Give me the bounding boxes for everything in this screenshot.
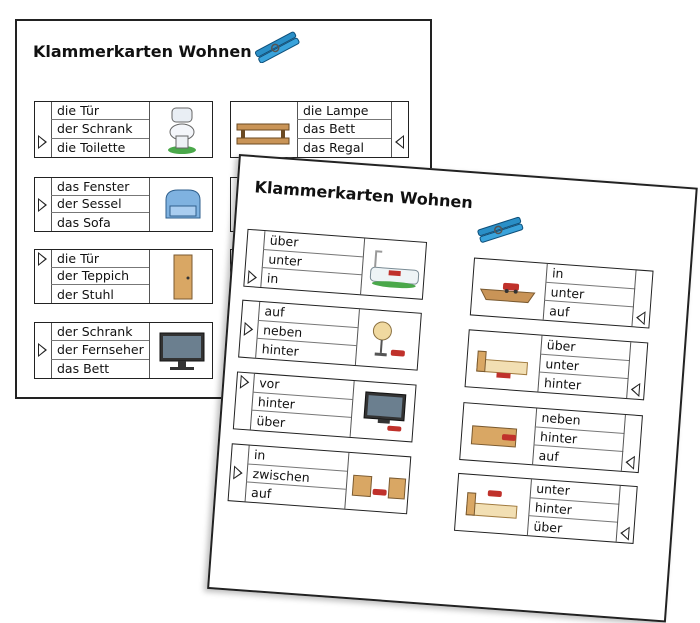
table-car-icon [460, 403, 538, 465]
word-option[interactable]: die Tür [51, 102, 149, 121]
arrow-cell [615, 485, 637, 543]
clamp-card: vor hinter über [232, 371, 417, 443]
worksheet-front: Klammerkarten Wohnen über unter in in un… [207, 154, 698, 623]
clothespin-icon [477, 216, 524, 243]
arrow-cell [35, 323, 52, 378]
word-option[interactable]: die Toilette [57, 140, 126, 156]
arrow-cell [35, 250, 52, 303]
clamp-card: unter hinter über [453, 472, 638, 544]
word-option[interactable]: das Regal [303, 140, 364, 156]
tv-icon [149, 323, 212, 378]
arrow-cell [626, 342, 648, 400]
clamp-card: über unter hinter [464, 329, 649, 401]
door-icon [149, 250, 212, 303]
bathtub-car-icon [360, 238, 426, 299]
clamp-card: auf neben hinter [238, 299, 422, 371]
word-option[interactable]: der Fernseher [51, 341, 149, 360]
clamp-card: die Lampe das Bett das Regal [230, 101, 409, 158]
arrow-right-icon [38, 198, 47, 212]
word-option[interactable]: der Schrank [51, 323, 149, 342]
word-option[interactable]: das Sofa [57, 214, 111, 230]
arrow-left-icon [630, 382, 641, 397]
clamp-card: in zwischen auf [227, 443, 412, 515]
clothespin-icon [254, 31, 300, 63]
arrow-left-icon [624, 455, 635, 470]
word-option[interactable]: der Sessel [51, 196, 149, 214]
boxes-car-icon [344, 452, 411, 514]
clamp-card: in unter auf [469, 257, 654, 329]
word-option[interactable]: das Bett [57, 361, 110, 377]
word-option[interactable]: der Teppich [51, 268, 149, 286]
word-option[interactable]: der Schrank [51, 120, 149, 139]
clamp-card: der Schrank der Fernseher das Bett [34, 322, 213, 379]
bed-car-icon [465, 330, 543, 392]
arrow-cell [35, 178, 52, 231]
arrow-right-icon [38, 252, 47, 266]
clamp-card: über unter in [243, 228, 428, 300]
clamp-card: das Fenster der Sessel das Sofa [34, 177, 213, 232]
arrow-cell [620, 414, 642, 473]
word-option[interactable]: die Lampe [297, 102, 392, 121]
bed-car-icon [455, 473, 532, 536]
word-option[interactable]: das Bett [297, 120, 392, 139]
arrow-right-icon [239, 374, 250, 390]
arrow-right-icon [38, 135, 47, 149]
lamp-car-icon [354, 309, 421, 370]
arrow-right-icon [38, 343, 47, 357]
arrow-cell [631, 270, 653, 328]
sheet-title: Klammerkarten Wohnen [253, 177, 474, 213]
clamp-card: die Tür der Teppich der Stuhl [34, 249, 213, 304]
shelf-icon [231, 102, 298, 157]
word-option[interactable]: die Tür [51, 250, 149, 268]
tv-car-icon [349, 381, 416, 442]
arrow-left-icon [395, 135, 404, 149]
arrow-cell [35, 102, 52, 157]
table-car-icon [470, 258, 548, 320]
word-option[interactable]: das Fenster [51, 178, 149, 196]
arrow-left-icon [635, 310, 646, 326]
arrow-right-icon [247, 270, 258, 285]
word-option[interactable]: der Stuhl [57, 286, 114, 302]
sheet-title: Klammerkarten Wohnen [33, 42, 252, 61]
toilet-icon [149, 102, 212, 157]
clamp-card: neben hinter auf [459, 402, 643, 474]
arrow-left-icon [619, 525, 630, 541]
arrow-cell [391, 102, 408, 157]
arrow-right-icon [243, 321, 254, 337]
armchair-icon [149, 178, 212, 231]
arrow-right-icon [233, 465, 244, 481]
clamp-card: die Tür der Schrank die Toilette [34, 101, 213, 158]
